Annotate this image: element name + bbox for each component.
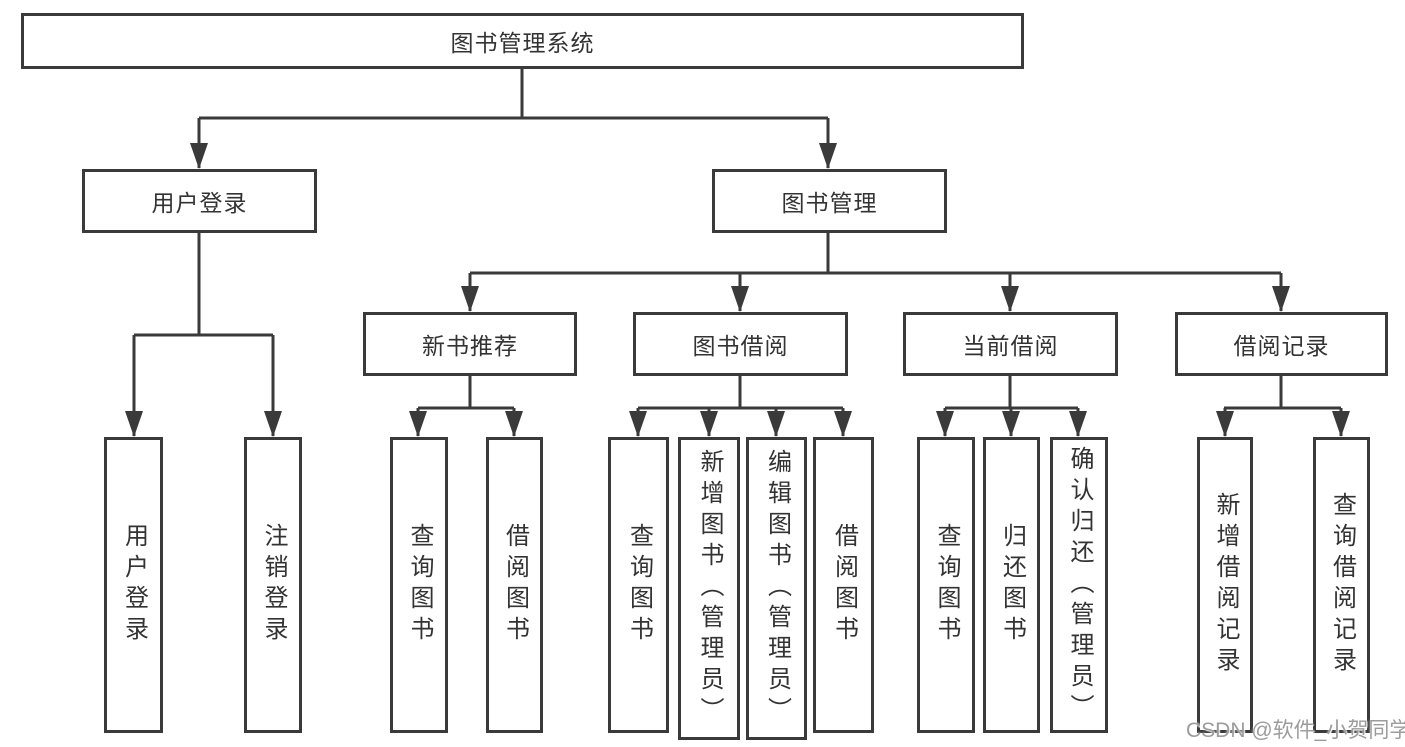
leaf-label: 查询图书	[625, 523, 653, 647]
leaf-label: 新增图书（管理员）	[696, 449, 723, 728]
leaf-label: 用户登录	[120, 523, 148, 647]
node-add-book-admin: 新增图书（管理员）	[678, 437, 740, 740]
leaf-label: 确认归还（管理员）	[1066, 445, 1093, 725]
node-user-login-leaf: 用户登录	[104, 437, 163, 733]
node-current-borrow: 当前借阅	[903, 312, 1118, 376]
node-borrow-records: 借阅记录	[1175, 312, 1388, 376]
leaf-label: 查询借阅记录	[1328, 492, 1356, 678]
node-newbook-query-books: 查询图书	[390, 437, 448, 733]
connector-login-split	[134, 233, 273, 337]
node-book-borrow: 图书借阅	[633, 312, 848, 376]
leaf-label: 借阅图书	[830, 523, 858, 647]
node-borrow-borrow-books: 借阅图书	[813, 437, 874, 733]
leaf-label: 查询图书	[933, 523, 960, 647]
node-query-borrow-record: 查询借阅记录	[1313, 437, 1370, 733]
node-newbook-borrow-books: 借阅图书	[486, 437, 543, 733]
leaf-label: 归还图书	[998, 523, 1026, 647]
connector-records-split	[1224, 376, 1341, 410]
leaf-label: 新增借阅记录	[1212, 492, 1239, 678]
leaf-label: 编辑图书（管理员）	[763, 449, 791, 728]
node-logout-leaf: 注销登录	[244, 437, 302, 733]
node-edit-book-admin: 编辑图书（管理员）	[746, 437, 807, 740]
node-add-borrow-record: 新增借阅记录	[1197, 437, 1253, 733]
csdn-watermark: CSDN @软件_小贺同学	[1186, 719, 1405, 742]
leaf-label: 查询图书	[406, 523, 433, 647]
connector-newbook-split	[418, 376, 514, 410]
node-return-books: 归还图书	[983, 437, 1040, 733]
node-current-query-books: 查询图书	[917, 437, 975, 733]
node-book-management: 图书管理	[712, 169, 947, 233]
node-confirm-return-admin: 确认归还（管理员）	[1050, 437, 1108, 733]
node-library-system-root: 图书管理系统	[21, 13, 1024, 69]
node-new-book-recommend: 新书推荐	[363, 312, 577, 376]
connector-current-split	[945, 376, 1078, 410]
leaf-label: 注销登录	[260, 523, 287, 647]
leaf-label: 借阅图书	[501, 523, 529, 647]
connector-management-split	[470, 233, 1281, 275]
connector-root-split	[199, 69, 828, 120]
node-user-login: 用户登录	[82, 169, 317, 233]
connector-borrow-split	[638, 376, 843, 410]
node-borrow-query-books: 查询图书	[608, 437, 669, 733]
